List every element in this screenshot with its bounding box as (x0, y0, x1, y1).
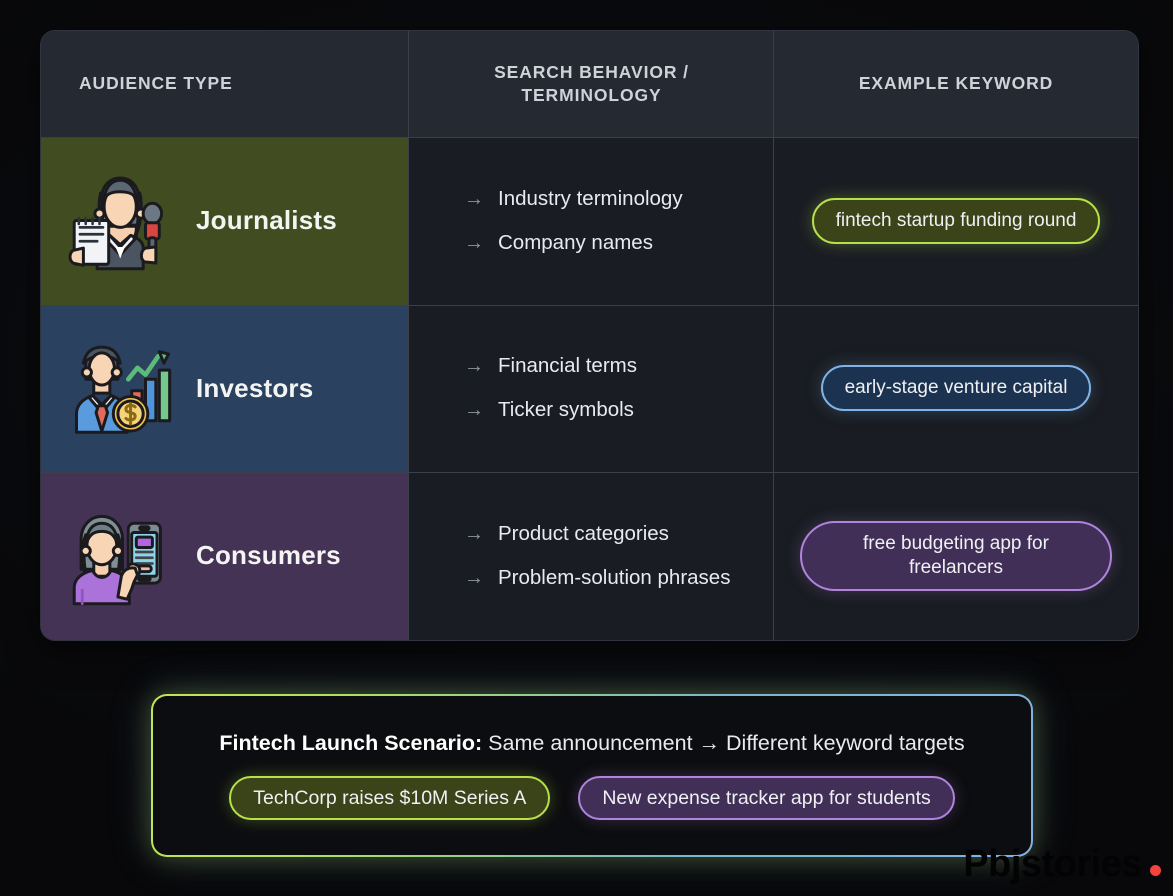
scenario-callout-inner: Fintech Launch Scenario: Same announceme… (153, 696, 1031, 855)
behavior-item: → Financial terms (464, 354, 774, 378)
keyword-cell-consumers: free budgeting app for freelancers (774, 472, 1138, 640)
arrow-right-icon: → (464, 522, 484, 545)
behavior-item: → Ticker symbols (464, 398, 774, 422)
column-header-label: SEARCH BEHAVIOR /TERMINOLOGY (494, 61, 689, 105)
column-header-search-behavior: SEARCH BEHAVIOR /TERMINOLOGY (409, 31, 774, 137)
column-header-label: EXAMPLE KEYWORD (858, 73, 1054, 94)
keyword-pill: early-stage venture capital (820, 365, 1092, 412)
arrow-right-icon: → (464, 399, 484, 422)
arrow-right-icon: → (464, 355, 484, 378)
scenario-title: Fintech Launch Scenario: (219, 730, 483, 755)
watermark-label: Pbjstories (963, 843, 1142, 885)
audience-label: Investors (196, 372, 314, 403)
audience-cell-consumers: Consumers (41, 472, 409, 640)
behavior-text: Industry terminology (498, 186, 683, 210)
keyword-pill: free budgeting app for freelancers (800, 521, 1112, 591)
table-row: Consumers → Product categories → Problem… (41, 472, 1138, 640)
behavior-cell-journalists: → Industry terminology → Company names (409, 137, 774, 305)
table-row: Journalists → Industry terminology → Com… (41, 137, 1138, 305)
consumer-woman-smartphone-icon (65, 498, 180, 613)
audience-cell-journalists: Journalists (41, 137, 409, 305)
behavior-text: Ticker symbols (498, 398, 634, 422)
scenario-callout: Fintech Launch Scenario: Same announceme… (151, 694, 1033, 857)
header-divider (41, 137, 1138, 138)
behavior-text: Problem-solution phrases (498, 565, 731, 589)
behavior-text: Product categories (498, 521, 669, 545)
column-header-example-keyword: EXAMPLE KEYWORD (774, 31, 1138, 137)
table-header-row: AUDIENCE TYPE SEARCH BEHAVIOR /TERMINOLO… (41, 31, 1138, 137)
arrow-right-icon: → (464, 187, 484, 210)
scenario-pill-group: TechCorp raises $10M Series A New expens… (229, 775, 955, 821)
watermark-dot-icon (1150, 865, 1161, 876)
behavior-text: Company names (498, 230, 653, 254)
journalist-reporter-icon (65, 163, 180, 278)
watermark: Pbjstories (963, 843, 1161, 886)
behavior-item: → Industry terminology (464, 187, 774, 211)
arrow-right-icon: → (464, 566, 484, 589)
behavior-text: Financial terms (498, 354, 637, 378)
audience-cell-investors: Investors (41, 304, 409, 472)
scenario-headline: Fintech Launch Scenario: Same announceme… (219, 731, 964, 756)
investor-businessman-chart-icon (65, 331, 180, 446)
audience-label: Journalists (196, 205, 337, 236)
behavior-item: → Problem-solution phrases (464, 566, 774, 590)
scenario-body: Same announcement → Different keyword ta… (482, 730, 965, 755)
keyword-cell-journalists: fintech startup funding round (774, 137, 1138, 305)
behavior-item: → Company names (464, 231, 774, 255)
behavior-cell-investors: → Financial terms → Ticker symbols (409, 304, 774, 472)
behavior-cell-consumers: → Product categories → Problem-solution … (409, 472, 774, 640)
column-header-audience-type: AUDIENCE TYPE (41, 31, 409, 137)
keyword-pill: fintech startup funding round (811, 197, 1101, 244)
scenario-pill-investor: TechCorp raises $10M Series A (229, 775, 551, 821)
table-row: Investors → Financial terms → Ticker sym… (41, 304, 1138, 472)
scenario-pill-consumer: New expense tracker app for students (578, 775, 955, 821)
column-header-label: AUDIENCE TYPE (79, 73, 233, 94)
audience-comparison-table: AUDIENCE TYPE SEARCH BEHAVIOR /TERMINOLO… (41, 31, 1138, 640)
audience-label: Consumers (196, 540, 341, 571)
arrow-right-icon: → (464, 231, 484, 254)
keyword-cell-investors: early-stage venture capital (774, 304, 1138, 472)
behavior-item: → Product categories (464, 522, 774, 546)
